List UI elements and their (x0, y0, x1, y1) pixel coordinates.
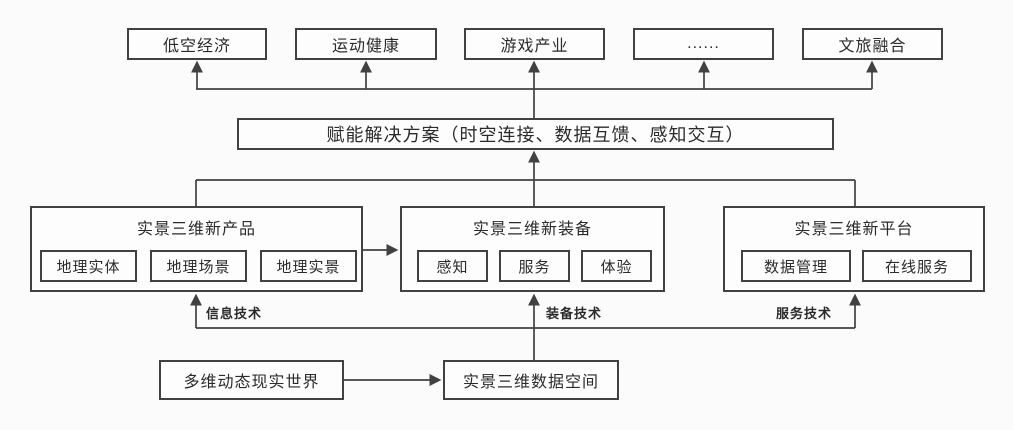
sub-box-experience: 体验 (581, 250, 652, 282)
group-box-new-equipment: 实景三维新装备 感知 服务 体验 (400, 206, 665, 292)
sub-box-online-service: 在线服务 (862, 250, 972, 282)
app-box-game-industry: 游戏产业 (464, 28, 605, 60)
sub-box-geo-scene: 地理场景 (150, 250, 247, 282)
arrows-groups-to-band (195, 150, 856, 206)
sub-box-geo-entity: 地理实体 (40, 250, 137, 282)
arrows-tech-line (190, 293, 861, 360)
sub-box-data-management: 数据管理 (741, 250, 851, 282)
group-box-new-products: 实景三维新产品 地理实体 地理场景 地理实景 (30, 206, 363, 292)
bottom-box-data-space: 实景三维数据空间 (443, 360, 619, 400)
group-title-new-equipment: 实景三维新装备 (472, 221, 592, 238)
solution-band-box: 赋能解决方案（时空连接、数据互馈、感知交互） (237, 118, 834, 150)
group-box-new-platform: 实景三维新平台 数据管理 在线服务 (723, 206, 985, 292)
app-box-sport-health: 运动健康 (295, 28, 437, 60)
tech-label-information: 信息技术 (206, 306, 263, 321)
app-box-culture-tourism: 文旅融合 (802, 28, 943, 60)
sub-box-geo-reality: 地理实景 (260, 250, 357, 282)
sub-box-perception: 感知 (417, 250, 488, 282)
app-box-ellipsis: ...... (633, 28, 774, 60)
app-box-low-altitude-economy: 低空经济 (127, 28, 267, 60)
bottom-box-real-world: 多维动态现实世界 (159, 360, 344, 400)
arrows-band-to-applications (191, 60, 878, 118)
group-title-new-products: 实景三维新产品 (136, 221, 256, 238)
tech-label-equipment: 装备技术 (546, 306, 603, 321)
sub-box-service: 服务 (499, 250, 570, 282)
tech-label-service: 服务技术 (776, 306, 833, 321)
group-title-new-platform: 实景三维新平台 (794, 221, 914, 238)
